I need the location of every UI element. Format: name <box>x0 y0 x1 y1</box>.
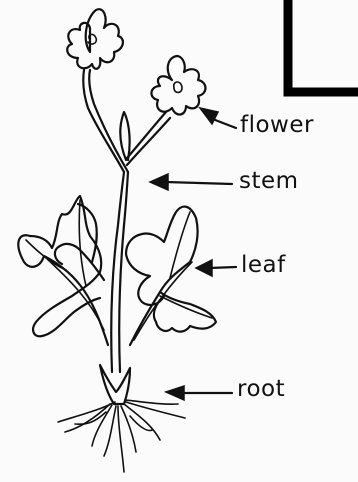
label-stem: stem <box>239 168 299 194</box>
leaf-right <box>126 207 216 345</box>
corner-frame <box>288 0 358 92</box>
plant-roots <box>58 400 185 472</box>
flower-top-left <box>67 9 123 69</box>
arrow-leaf <box>196 260 236 276</box>
label-flower: flower <box>240 112 314 138</box>
label-root: root <box>237 376 285 402</box>
arrow-flower <box>200 108 236 128</box>
arrow-root <box>166 386 232 400</box>
label-leaf: leaf <box>241 252 286 278</box>
flower-right <box>151 56 205 115</box>
plant-base <box>100 365 130 404</box>
arrow-stem <box>150 174 232 190</box>
